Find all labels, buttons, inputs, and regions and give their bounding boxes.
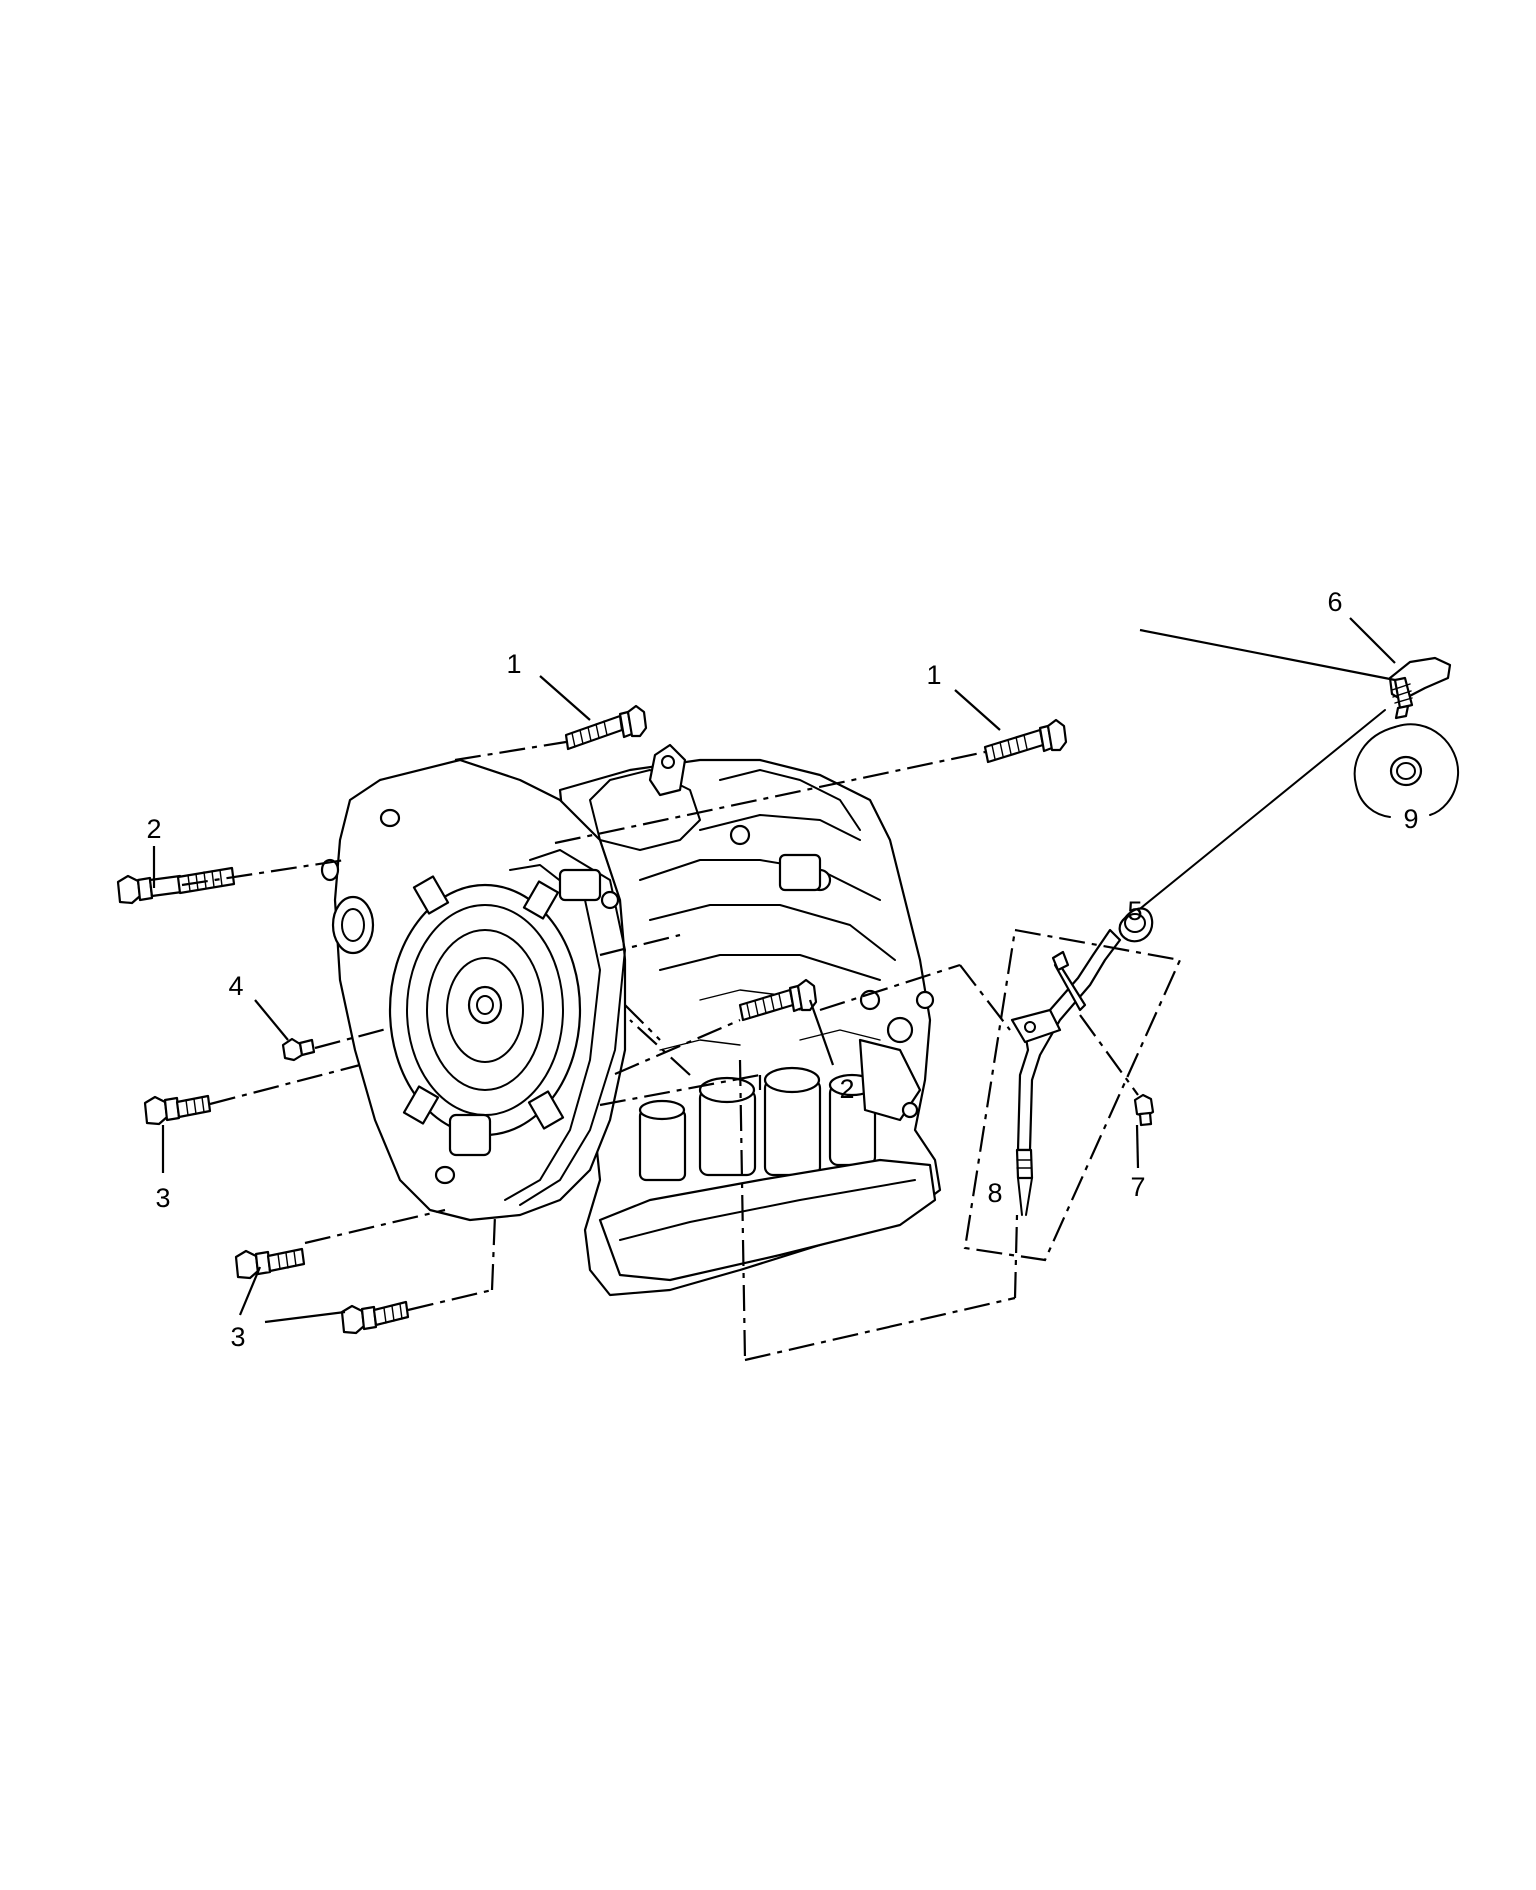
callout-3b: 3 bbox=[230, 1322, 245, 1352]
callout-1b: 1 bbox=[926, 660, 941, 690]
kit-boundary bbox=[963, 928, 1182, 1262]
bolt-icon bbox=[564, 704, 648, 751]
callout-7: 7 bbox=[1130, 1172, 1145, 1202]
bolt-icon bbox=[234, 1247, 306, 1280]
callout-3a: 3 bbox=[155, 1183, 170, 1213]
callout-2b: 2 bbox=[839, 1074, 854, 1104]
transaxle-assembly bbox=[320, 743, 942, 1297]
bolt-icon bbox=[340, 1300, 410, 1335]
bolt-icon bbox=[983, 718, 1068, 764]
dipstick-tube-icon bbox=[1010, 907, 1154, 1216]
leader-lines bbox=[152, 617, 1396, 1324]
callout-labels: 1 1 2 2 3 3 4 5 6 7 8 9 bbox=[146, 587, 1418, 1352]
phantom-lines bbox=[181, 740, 1139, 1362]
dipstick-icon bbox=[1119, 656, 1452, 926]
callout-4: 4 bbox=[228, 971, 243, 1001]
o-ring-icon bbox=[1353, 723, 1460, 818]
callout-8: 8 bbox=[987, 1178, 1002, 1208]
bolt-icon bbox=[1133, 1093, 1155, 1127]
bolt-icon bbox=[143, 1094, 212, 1126]
callout-1a: 1 bbox=[506, 649, 521, 679]
torque-converter-icon bbox=[388, 875, 582, 1137]
callout-9: 9 bbox=[1403, 804, 1418, 834]
callout-6: 6 bbox=[1327, 587, 1342, 617]
callout-5: 5 bbox=[1127, 896, 1142, 926]
callout-2a: 2 bbox=[146, 814, 161, 844]
bolt-icon bbox=[116, 866, 236, 905]
bolt-icon bbox=[281, 1037, 316, 1062]
